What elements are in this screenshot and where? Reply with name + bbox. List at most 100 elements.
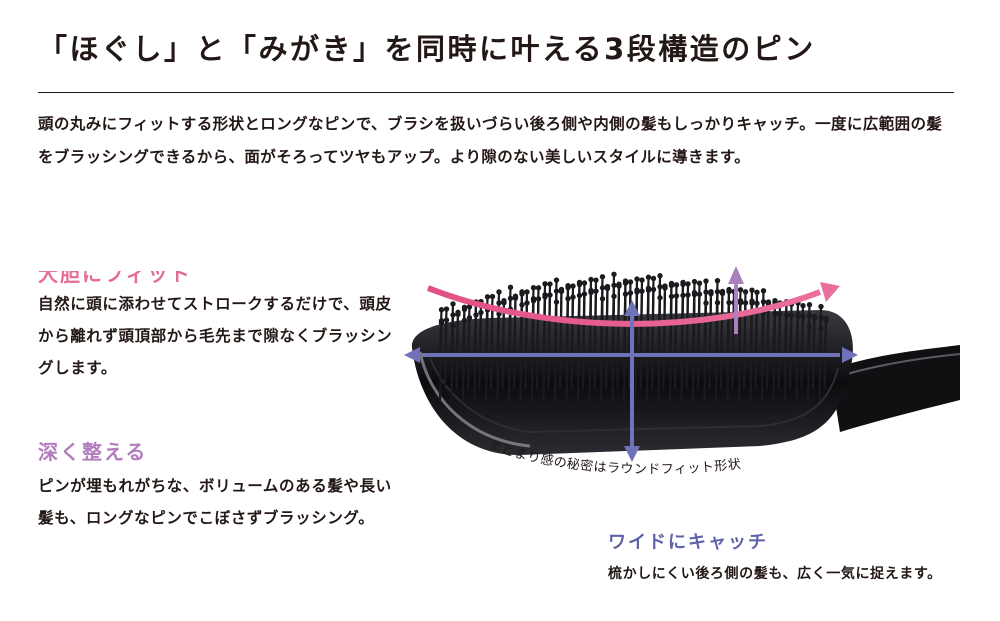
- brush-pin-tip: [553, 277, 560, 283]
- brush-pin: [570, 285, 575, 366]
- brush-pin: [696, 282, 701, 366]
- brush-pin-tip: [691, 278, 698, 285]
- brush-pin: [530, 286, 535, 354]
- brush-pin-tip: [818, 303, 824, 310]
- title-divider: [38, 92, 954, 93]
- fit-curve-arrow: [426, 285, 822, 327]
- brush-pin-tip: [519, 289, 525, 295]
- brush-pin: [558, 288, 563, 366]
- brush-pin: [450, 302, 455, 354]
- brush-pin: [668, 282, 673, 354]
- feature-fit-title: 大胆にフィット: [38, 262, 192, 286]
- brush-pin-tip: [616, 281, 622, 287]
- feature-deep-text: ピンが埋もれがちな、ボリュームのある髪や長い髪も、ロングなピンでこぼさずブラッシ…: [38, 477, 392, 527]
- brush-pin: [547, 282, 552, 366]
- brush-pin: [622, 279, 627, 354]
- brush-pin-tip: [489, 293, 496, 300]
- brush-pin-tip: [570, 283, 576, 289]
- brush-pin: [524, 290, 529, 366]
- brush-pin: [576, 281, 581, 354]
- brush-pin: [461, 306, 466, 354]
- brush-pin-tip: [657, 273, 663, 279]
- brush-pin-tip: [703, 278, 709, 284]
- brush-pin-tip: [754, 289, 760, 295]
- feature-fit-text: 自然に頭に添わせてストロークするだけで、頭皮から離れず頭頂部から毛先まで隙なくブ…: [38, 295, 393, 377]
- brush-pin: [708, 290, 713, 366]
- brush-pin-tip: [668, 280, 675, 287]
- brush-pin-tip: [599, 274, 606, 280]
- brush-pin-tip: [542, 281, 548, 287]
- brush-pin: [703, 279, 708, 354]
- brush-pin-tip: [558, 286, 565, 293]
- brush-pin-tip: [737, 287, 744, 293]
- brush-pin-tip: [547, 281, 553, 287]
- brush-pin: [726, 288, 731, 354]
- brush-pin: [657, 274, 662, 354]
- brush-pin: [512, 295, 517, 366]
- brush-pin-tip: [611, 271, 617, 277]
- brush-pin-tip: [708, 289, 714, 295]
- brush-pin: [754, 291, 759, 366]
- brush-pin-tip: [438, 307, 445, 313]
- brush-pin: [473, 300, 478, 354]
- brush-handle: [830, 345, 960, 432]
- brush-pin: [553, 279, 558, 354]
- brush-pin-tip: [450, 301, 456, 307]
- brush-pin: [535, 286, 540, 366]
- brush-pin: [438, 308, 443, 354]
- brush-pin-tip: [496, 289, 502, 295]
- brush-pin-tip: [455, 309, 461, 316]
- brush-pin-tip: [507, 284, 514, 290]
- brush-pin: [519, 290, 524, 354]
- brush-pin: [599, 275, 604, 354]
- feature-wide-title: ワイドにキャッチ: [608, 532, 768, 553]
- brush-pin-tip: [576, 279, 583, 286]
- brush-pin-tip: [719, 288, 726, 295]
- brush-pin-tip: [484, 294, 491, 300]
- brush-pin-tip: [811, 313, 818, 320]
- brush-pin: [737, 288, 742, 354]
- brush-pin-tip: [714, 278, 721, 284]
- brush-pin: [507, 286, 512, 354]
- brush-pin-tip: [466, 304, 473, 310]
- brush-pin-tip: [760, 288, 767, 294]
- brush-pin-tip: [604, 283, 611, 290]
- brush-pin-tip: [650, 275, 657, 282]
- brush-pin-tip: [622, 278, 629, 284]
- brush-pin-tip: [742, 289, 749, 295]
- page-title: 「ほぐし」と「みがき」を同時に叶える3段構造のピン: [38, 32, 816, 66]
- lead-paragraph: 頭の丸みにフィットする形状とロングなピンで、ブラシを扱いづらい後ろ側や内側の髪も…: [38, 115, 943, 166]
- brush-pin: [496, 290, 501, 354]
- brush-pin-tip: [800, 302, 806, 309]
- brush-pin: [645, 276, 650, 354]
- brush-pin: [806, 303, 811, 354]
- brush-pin-tip: [749, 287, 755, 293]
- brush-pin: [795, 302, 800, 354]
- brush-pin-tip: [588, 276, 594, 283]
- brush-pin: [760, 289, 765, 354]
- brush-pin: [731, 290, 736, 366]
- brush-pin: [742, 290, 747, 366]
- brush-pin-tip: [639, 277, 645, 283]
- brush-pin-tip: [501, 298, 507, 304]
- brush-pin-tip: [673, 282, 680, 288]
- brush-pin-tip: [662, 283, 668, 289]
- brush-pin: [823, 317, 828, 366]
- brush-pin-tip: [565, 282, 571, 289]
- brush-pin-tip: [512, 293, 519, 299]
- brush-pin: [749, 289, 754, 354]
- brush-pin-tip: [581, 280, 588, 286]
- brush-pin-tip: [685, 281, 691, 287]
- brush-pin-tip: [772, 297, 778, 304]
- brush-pin-tip: [765, 299, 772, 305]
- brush-pin-tip: [645, 274, 652, 280]
- brush-pin-tip: [806, 302, 813, 308]
- brush-illustration: まとまり感の秘密はラウンドフィット形状: [400, 250, 960, 490]
- brush-pin: [719, 290, 724, 366]
- brush-pin-tip: [726, 286, 732, 293]
- brush-pin-tip: [443, 306, 450, 312]
- brush-pin-tip: [593, 277, 599, 283]
- brush-pin: [680, 281, 685, 354]
- brush-pin: [783, 300, 788, 354]
- brush-pin-tip: [530, 285, 537, 291]
